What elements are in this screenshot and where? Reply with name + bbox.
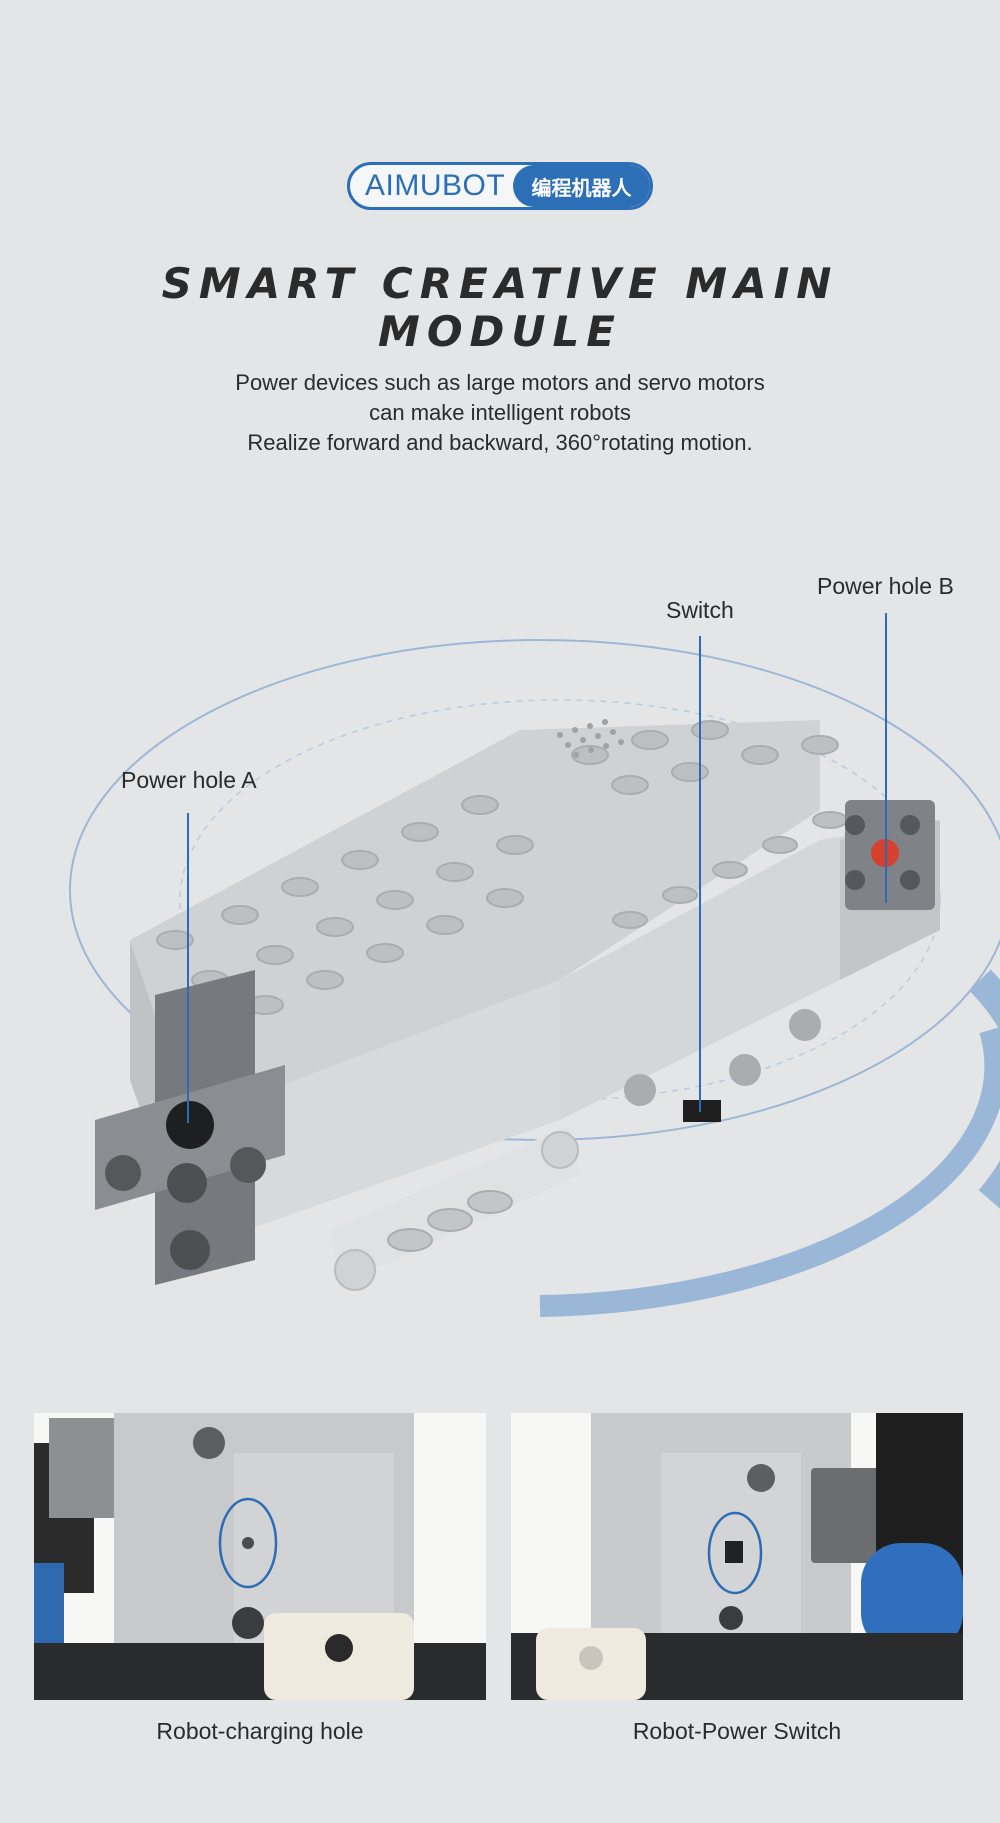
page-title: SMART CREATIVE MAIN MODULE [161,259,839,356]
callout-switch: Switch [666,597,734,623]
power-hole-a-connector [95,970,285,1285]
description-line-2: can make intelligent robots [369,400,631,425]
caption-charging-hole: Robot-charging hole [156,1718,364,1744]
photo-charging-hole [34,1413,486,1700]
switch-slider [683,1100,721,1122]
callout-line-power-hole-a [187,813,189,1123]
logo-text: AIMUBOT [365,169,506,202]
front-beam [330,1125,580,1291]
description-line-3: Realize forward and backward, 360°rotati… [247,430,753,455]
speaker-grille [557,719,624,758]
callout-power-hole-a: Power hole A [121,767,257,793]
caption-power-switch: Robot-Power Switch [632,1718,842,1744]
logo-badge: 编程机器人 [513,165,650,207]
description: Power devices such as large motors and s… [100,368,900,458]
callout-power-hole-b: Power hole B [817,573,954,599]
side-block [560,800,940,1122]
brand-logo: AIMUBOT 编程机器人 [347,162,653,210]
callout-line-power-hole-b [885,613,887,903]
callout-line-switch [699,636,701,1112]
main-module-illustration [69,639,1000,1317]
main-block [130,719,839,1250]
photo-power-switch [511,1413,963,1700]
description-line-1: Power devices such as large motors and s… [235,370,765,395]
